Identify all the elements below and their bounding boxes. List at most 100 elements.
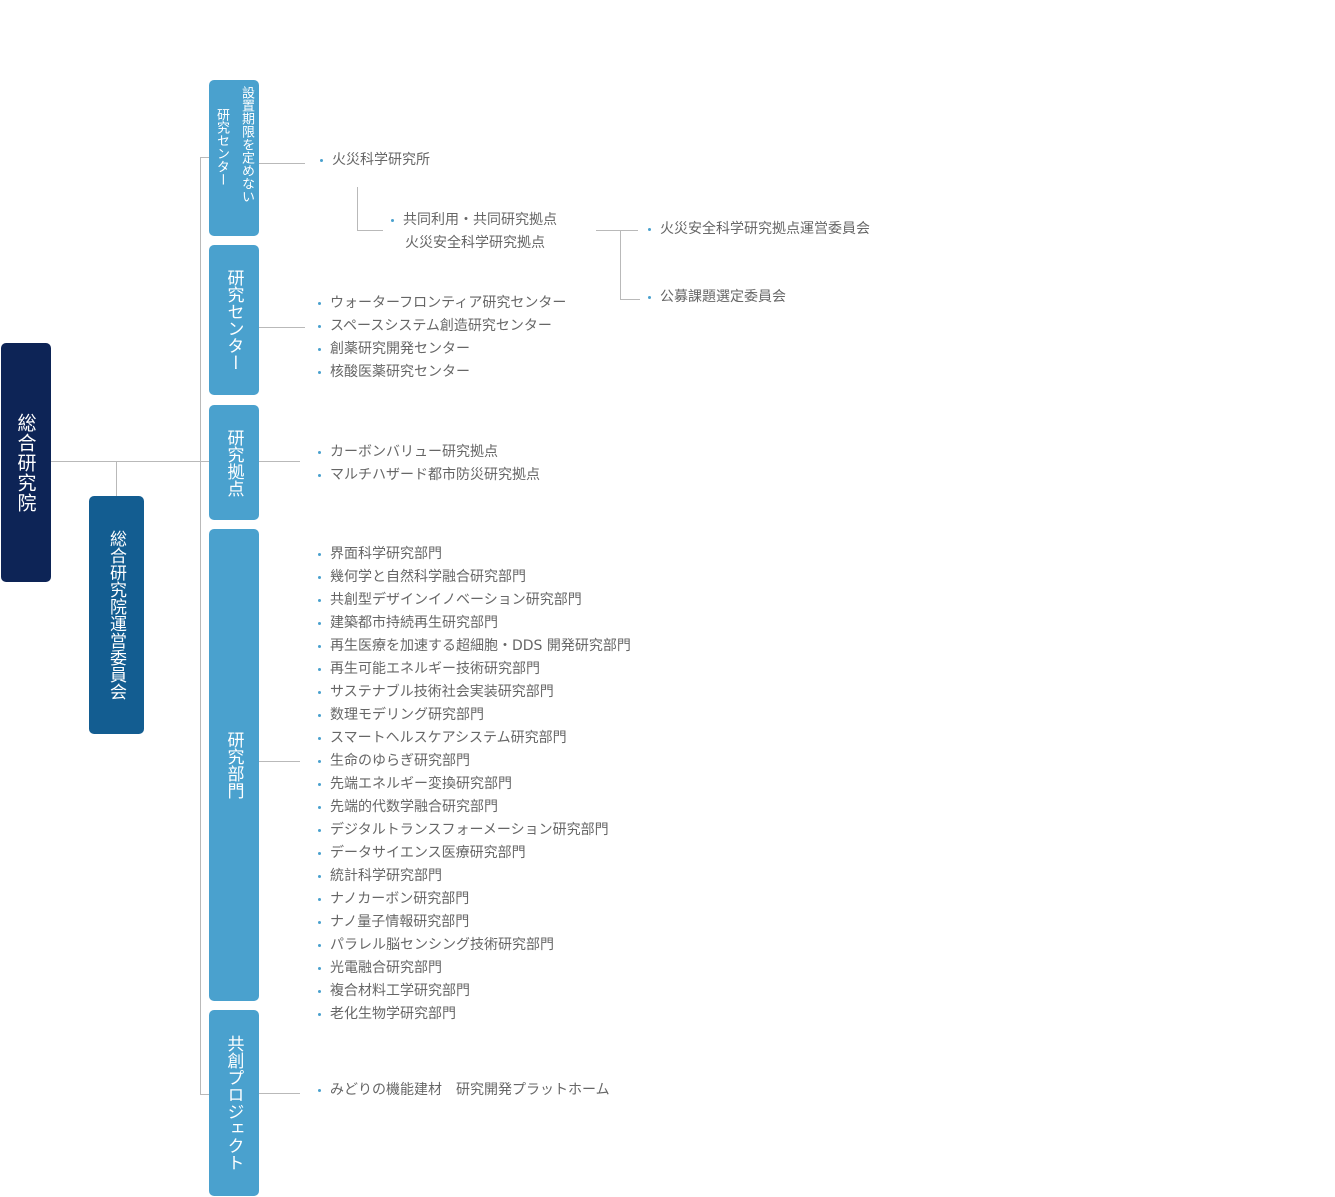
bullet-dot <box>318 371 321 374</box>
list-item-label: 建築都市持続再生研究部門 <box>330 615 498 631</box>
list-item: データサイエンス医療研究部門 <box>318 842 631 865</box>
connector-base-horizontal <box>596 230 638 231</box>
list-item-label: 再生医療を加速する超細胞・DDS 開発研究部門 <box>330 638 631 654</box>
bullet-dot <box>391 219 394 222</box>
list-item: 数理モデリング研究部門 <box>318 704 631 727</box>
connector-spine-bottom <box>200 1094 210 1095</box>
list-item: ウォーターフロンティア研究センター <box>318 292 566 315</box>
list-item: 共創型デザインイノベーション研究部門 <box>318 589 631 612</box>
root-label: 総合研究院 <box>14 412 37 513</box>
committee-box: 総合研究院運営委員会 <box>89 496 144 734</box>
list-item-label: ナノカーボン研究部門 <box>330 891 470 907</box>
list-item-label: スペースシステム創造研究センター <box>330 318 552 334</box>
list-item-label: 数理モデリング研究部門 <box>330 707 484 723</box>
list-item-label: 老化生物学研究部門 <box>330 1006 456 1022</box>
list-item-label: 共創型デザインイノベーション研究部門 <box>330 592 582 608</box>
selection-committee-label: 公募課題選定委員会 <box>660 289 786 305</box>
joint-base-line2: 火災安全科学研究拠点 <box>405 235 545 251</box>
bullet-dot <box>318 1013 321 1016</box>
joint-base-line1: 共同利用・共同研究拠点 <box>403 212 557 228</box>
list-item-label: 統計科学研究部門 <box>330 868 442 884</box>
base-committee-item: 火災安全科学研究拠点運営委員会 <box>648 218 870 241</box>
bullet-dot <box>320 159 323 162</box>
bullet-dot <box>318 668 321 671</box>
category-unlimited-center-line1: 設置期限を定めない <box>239 86 254 203</box>
list-item-label: 複合材料工学研究部門 <box>330 983 470 999</box>
category-research-divisions: 研究部門 <box>209 529 259 1001</box>
co-creation-projects-list: みどりの機能建材 研究開発プラットホーム <box>318 1079 610 1102</box>
connector-committee-vertical <box>116 461 117 497</box>
list-item-label: データサイエンス医療研究部門 <box>330 845 526 861</box>
list-item: 再生可能エネルギー技術研究部門 <box>318 658 631 681</box>
list-item-label: カーボンバリュー研究拠点 <box>330 444 498 460</box>
list-item: 幾何学と自然科学融合研究部門 <box>318 566 631 589</box>
bullet-dot <box>318 302 321 305</box>
list-item: サステナブル技術社会実装研究部門 <box>318 681 631 704</box>
list-item-label: 創薬研究開発センター <box>330 341 470 357</box>
list-item: 界面科学研究部門 <box>318 543 631 566</box>
connector-category-spine <box>200 157 201 1095</box>
connector-committees-bottom <box>620 299 640 300</box>
bullet-dot <box>318 852 321 855</box>
list-item-label: 界面科学研究部門 <box>330 546 442 562</box>
bullet-dot <box>318 737 321 740</box>
list-item: 光電融合研究部門 <box>318 957 631 980</box>
list-item-label: 先端的代数学融合研究部門 <box>330 799 498 815</box>
research-centers-list: ウォーターフロンティア研究センタースペースシステム創造研究センター創薬研究開発セ… <box>318 292 566 384</box>
bullet-dot <box>318 990 321 993</box>
list-item: 先端エネルギー変換研究部門 <box>318 773 631 796</box>
connector-cat4 <box>258 761 300 762</box>
list-item-label: 生命のゆらぎ研究部門 <box>330 753 470 769</box>
committee-label: 総合研究院運営委員会 <box>106 530 126 700</box>
list-item-label: 再生可能エネルギー技術研究部門 <box>330 661 540 677</box>
institute-label: 火災科学研究所 <box>332 152 430 168</box>
bullet-dot <box>318 783 321 786</box>
connector-cat3 <box>258 461 300 462</box>
bullet-dot <box>318 714 321 717</box>
list-item-label: 先端エネルギー変換研究部門 <box>330 776 512 792</box>
bullet-dot <box>318 553 321 556</box>
list-item: 複合材料工学研究部門 <box>318 980 631 1003</box>
list-item: みどりの機能建材 研究開発プラットホーム <box>318 1079 610 1102</box>
list-item-label: 幾何学と自然科学融合研究部門 <box>330 569 526 585</box>
list-item-label: スマートヘルスケアシステム研究部門 <box>330 730 567 746</box>
list-item: スマートヘルスケアシステム研究部門 <box>318 727 631 750</box>
bullet-dot <box>318 599 321 602</box>
bullet-dot <box>318 967 321 970</box>
category-research-bases-label: 研究拠点 <box>223 428 244 497</box>
category-research-bases: 研究拠点 <box>209 405 259 520</box>
category-co-creation-label: 共創プロジェクト <box>223 1035 244 1171</box>
list-item: 再生医療を加速する超細胞・DDS 開発研究部門 <box>318 635 631 658</box>
list-item: ナノカーボン研究部門 <box>318 888 631 911</box>
research-bases-list: カーボンバリュー研究拠点マルチハザード都市防災研究拠点 <box>318 441 540 487</box>
bullet-dot <box>318 451 321 454</box>
list-item-label: ナノ量子情報研究部門 <box>330 914 470 930</box>
list-item: 統計科学研究部門 <box>318 865 631 888</box>
list-item-label: マルチハザード都市防災研究拠点 <box>330 467 540 483</box>
category-co-creation: 共創プロジェクト <box>209 1010 259 1196</box>
connector-cat1 <box>258 163 305 164</box>
list-item: 建築都市持続再生研究部門 <box>318 612 631 635</box>
list-item: マルチハザード都市防災研究拠点 <box>318 464 540 487</box>
category-research-divisions-label: 研究部門 <box>223 731 244 799</box>
bullet-dot <box>318 348 321 351</box>
list-item-label: 核酸医薬研究センター <box>330 364 470 380</box>
institute-item: 火災科学研究所 <box>320 149 430 172</box>
bullet-dot <box>318 760 321 763</box>
connector-committees-vertical <box>620 230 621 300</box>
root-box: 総合研究院 <box>1 343 51 582</box>
connector-cat5 <box>258 1093 300 1094</box>
list-item-label: みどりの機能建材 研究開発プラットホーム <box>330 1082 610 1098</box>
list-item-label: ウォーターフロンティア研究センター <box>330 295 567 311</box>
selection-committee-item: 公募課題選定委員会 <box>648 286 786 309</box>
bullet-dot <box>318 474 321 477</box>
bullet-dot <box>318 829 321 832</box>
bullet-dot <box>318 325 321 328</box>
list-item-label: 光電融合研究部門 <box>330 960 442 976</box>
list-item: 核酸医薬研究センター <box>318 361 566 384</box>
bullet-dot <box>318 806 321 809</box>
bullet-dot <box>318 898 321 901</box>
connector-cat2 <box>258 327 305 328</box>
bullet-dot <box>318 576 321 579</box>
category-research-centers-label: 研究センター <box>223 269 244 371</box>
